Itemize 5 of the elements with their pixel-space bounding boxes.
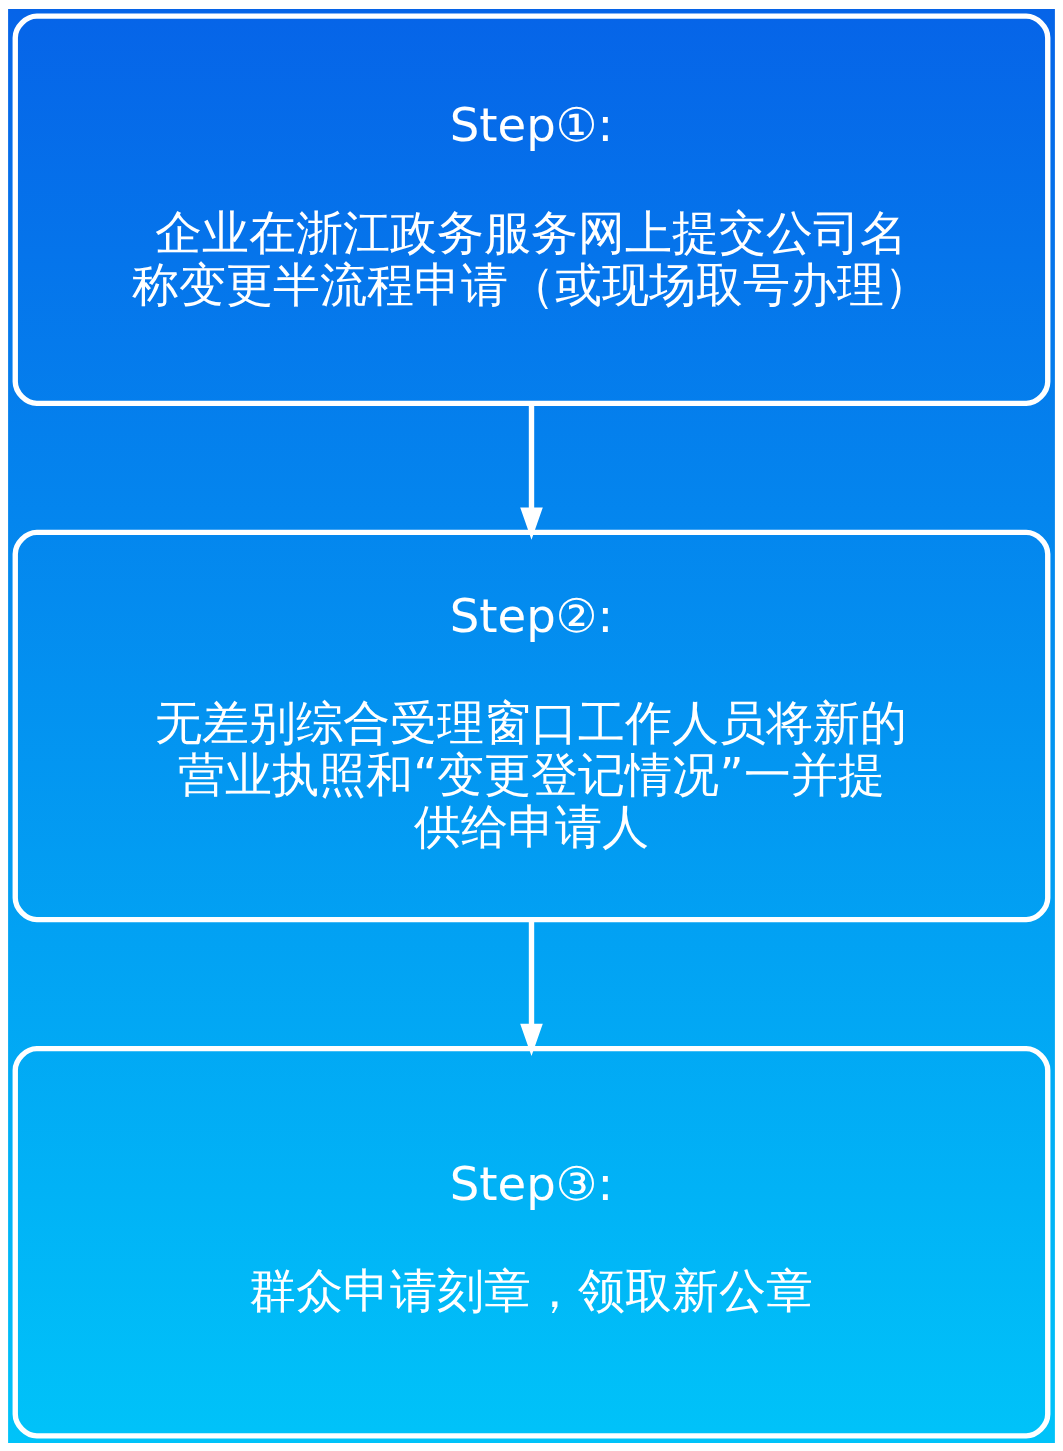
node-box: Step②: 无差别综合受理窗口工作人员将新的营业执照和“变更登记情况”一并提供给申请人 [12, 529, 1051, 922]
arrow [520, 919, 543, 1056]
arrow [520, 403, 543, 540]
node-box: Step③: 群众申请刻章，领取新公章 [12, 1045, 1051, 1438]
node-box: Step①: 企业在浙江政务服务网上提交公司名称变更半流程申请（或现场取号办理） [12, 13, 1051, 406]
